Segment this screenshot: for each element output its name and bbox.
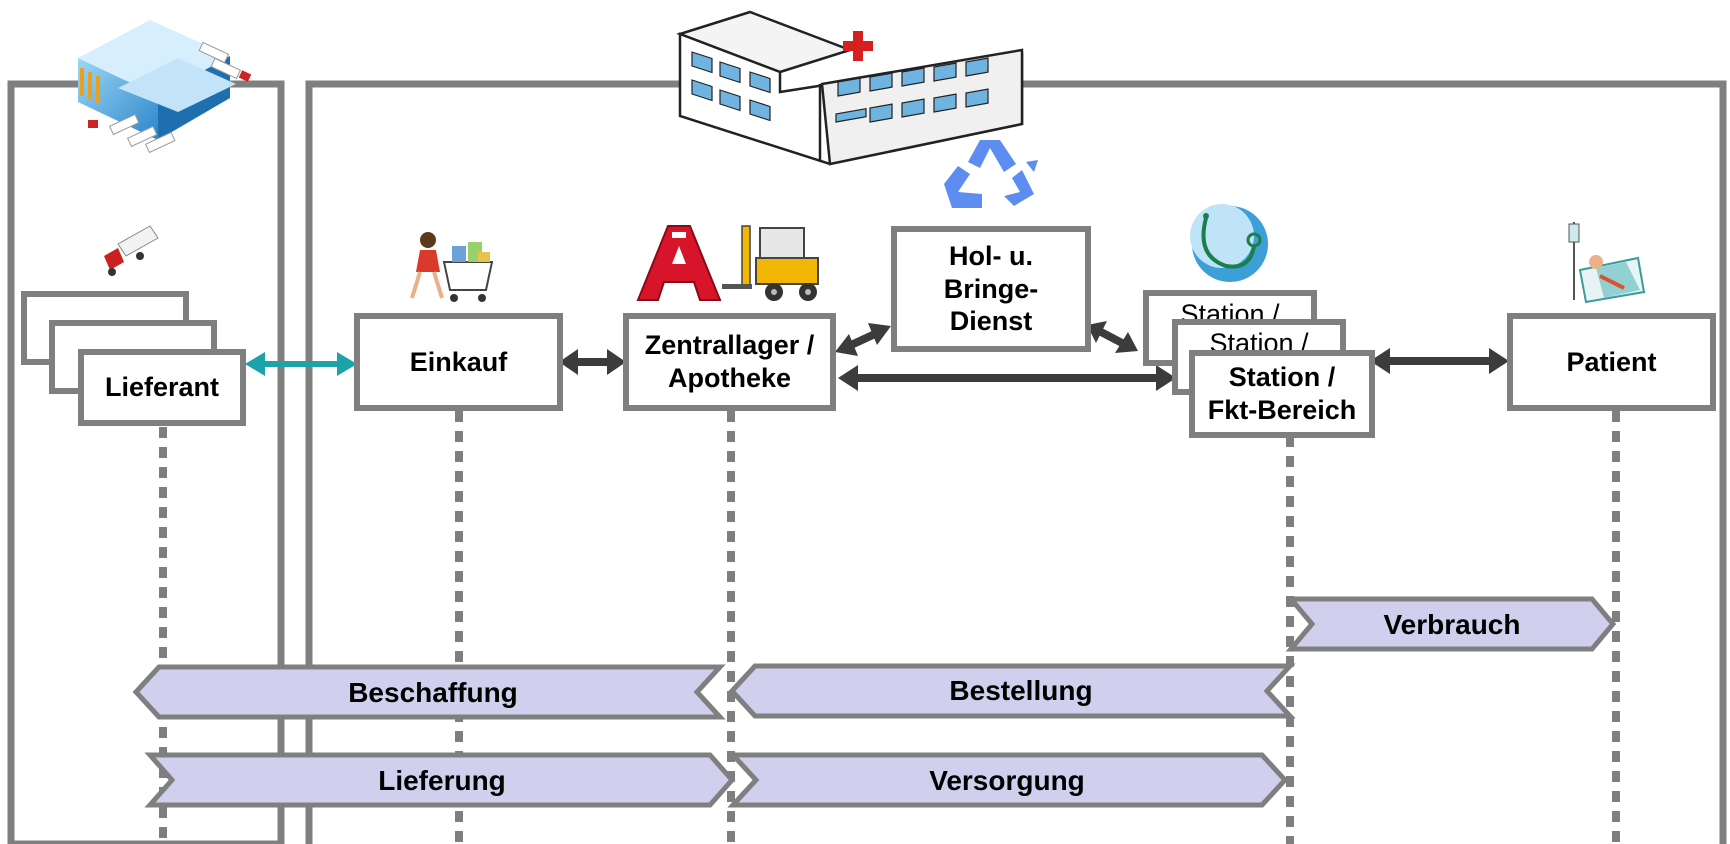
node-zentrallager-line2: Apotheke [667, 363, 792, 393]
double-arrow-zentrallager-station [838, 365, 1176, 391]
band-verbrauch [1285, 596, 1617, 652]
node-zentrallager: Zentrallager / Apotheke [623, 313, 836, 411]
node-zentrallager-line1: Zentrallager / [644, 330, 815, 361]
stethoscope-icon [1190, 204, 1268, 282]
node-patient-label: Patient [1566, 346, 1657, 377]
band-label-lieferung: Lieferung [378, 765, 506, 796]
hospital-frame [305, 80, 1727, 844]
patient-bed-icon [1568, 222, 1646, 304]
double-arrow-station-patient [1370, 348, 1509, 374]
node-station-line2: Fkt-Bereich [1207, 395, 1357, 425]
warehouse-icon [78, 20, 252, 154]
band-beschaffung [132, 664, 726, 720]
forklift-icon [722, 225, 819, 301]
node-patient: Patient [1507, 313, 1716, 411]
recycle-icon [944, 140, 1038, 208]
node-hol-line3: Dienst [949, 306, 1033, 337]
node-lieferant-label: Lieferant [104, 372, 220, 403]
flow-arrows [245, 321, 1509, 391]
band-label-verbrauch: Verbrauch [1384, 609, 1521, 640]
node-hol-bringe-dienst: Hol- u. Bringe- Dienst [891, 226, 1091, 352]
node-station-line1: Station / [1228, 362, 1336, 393]
band-label-bestellung: Bestellung [949, 675, 1092, 706]
band-lieferung [144, 752, 736, 808]
node-hol-line2: Bringe- [943, 273, 1039, 304]
node-lieferant: Lieferant [78, 349, 246, 426]
band-label-beschaffung: Beschaffung [348, 677, 518, 708]
truck-icon [104, 225, 159, 276]
supplier-frame [7, 80, 285, 844]
double-arrow-einkauf-zentrallager [559, 349, 626, 375]
shopper-icon [410, 232, 494, 302]
band-versorgung [727, 752, 1289, 808]
band-bestellung [728, 663, 1296, 719]
node-einkauf-label: Einkauf [409, 346, 508, 377]
pharmacy-icon [636, 225, 722, 301]
double-arrow-holdienst-station [1087, 321, 1138, 353]
node-hol-line1: Hol- u. [949, 240, 1033, 271]
node-einkauf: Einkauf [354, 313, 563, 411]
band-label-versorgung: Versorgung [929, 765, 1085, 796]
hospital-icon [676, 10, 1024, 166]
process-bands: Verbrauch Beschaffung Bestellung Lieferu… [132, 596, 1617, 808]
teal-double-arrow [245, 352, 357, 376]
double-arrow-zentrallager-holdienst [835, 323, 891, 356]
node-station: Station / Fkt-Bereich [1189, 350, 1375, 438]
